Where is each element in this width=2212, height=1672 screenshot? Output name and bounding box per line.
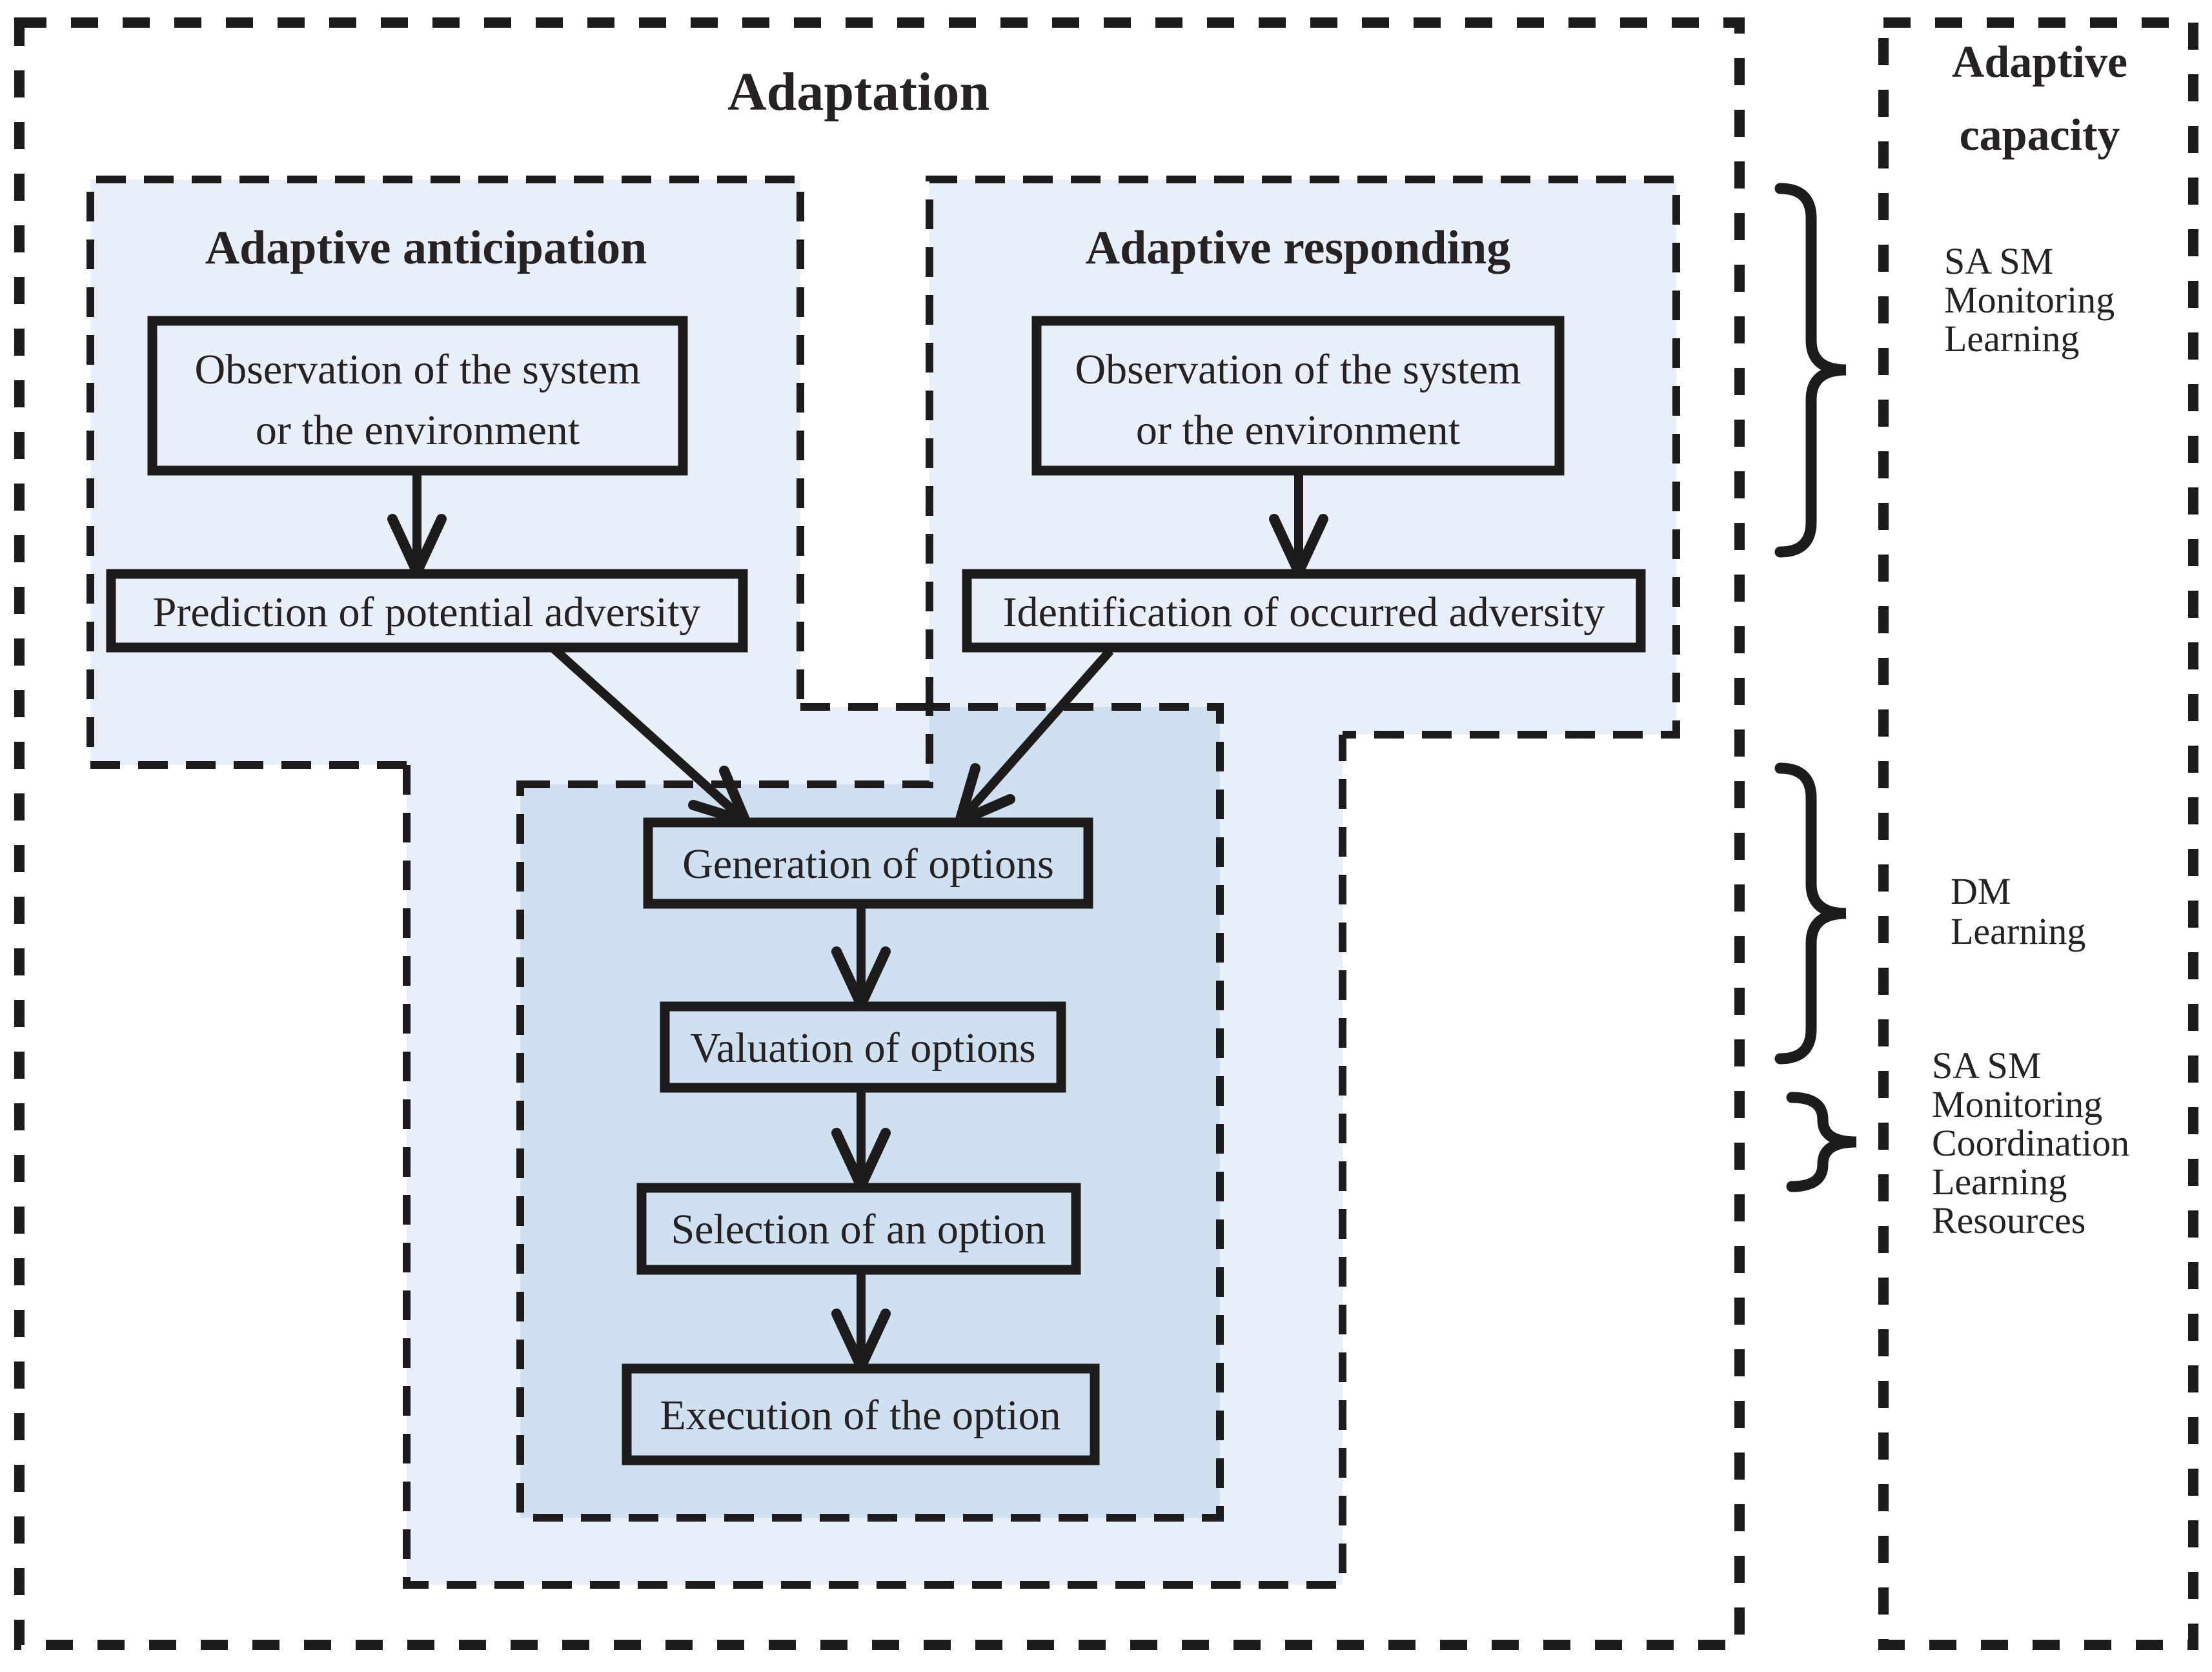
- responding-panel-border: [926, 176, 1680, 739]
- adaptation-frame-border: [14, 17, 1745, 1650]
- arrowhead-diagonal-icon: [688, 766, 751, 826]
- decision-panel-fill: [520, 707, 1220, 1518]
- capacity-decide-item: DM: [1951, 870, 2011, 912]
- capacity-title-line2: capacity: [1960, 110, 2120, 160]
- arrow-identification-to-generation: [960, 647, 1114, 820]
- anticipation-panel-border: [86, 176, 804, 769]
- observation-left-label-line2: or the environment: [256, 407, 580, 454]
- capacity-observe-item: Learning: [1944, 318, 2079, 360]
- arrowhead-down-icon: [1269, 514, 1328, 577]
- capacity-execute-item: Coordination: [1932, 1122, 2129, 1164]
- anticipation-title: Adaptive anticipation: [205, 221, 647, 274]
- prediction-box: [106, 569, 748, 653]
- generation-label: Generation of options: [682, 841, 1054, 888]
- capacity-observe-item: SA SM: [1944, 240, 2053, 282]
- decision-panel-border: [516, 703, 1224, 1522]
- capacity-decide-item: Learning: [1951, 910, 2085, 952]
- observation-right-label-line1: Observation of the system: [1075, 346, 1521, 393]
- capacity-frame-border: [1878, 17, 2198, 1650]
- adaptation-title: Adaptation: [727, 62, 989, 122]
- curly-brace-execute-icon: [1786, 1092, 1857, 1192]
- bottom-panel-border: [403, 703, 1346, 1589]
- capacity-title-line1: Adaptive: [1952, 37, 2127, 87]
- identification-box: [962, 569, 1646, 653]
- valuation-label: Valuation of options: [690, 1025, 1035, 1072]
- arrow-prediction-to-generation: [551, 645, 744, 821]
- responding-title: Adaptive responding: [1086, 221, 1511, 274]
- curly-brace-decide-icon: [1774, 762, 1847, 1065]
- capacity-observe-item: Monitoring: [1944, 279, 2115, 321]
- arrowhead-down-icon: [387, 514, 447, 577]
- arrowhead-down-icon: [831, 946, 891, 1010]
- curly-brace-observe-icon: [1774, 183, 1847, 558]
- prediction-label: Prediction of potential adversity: [153, 589, 701, 636]
- generation-box: [643, 817, 1093, 909]
- arrowhead-down-icon: [831, 1128, 891, 1191]
- capacity-execute-item: SA SM: [1932, 1045, 2041, 1086]
- execution-label: Execution of the option: [660, 1392, 1060, 1439]
- selection-label: Selection of an option: [671, 1206, 1046, 1253]
- arrowhead-down-icon: [831, 1309, 891, 1372]
- capacity-execute-item: Resources: [1932, 1199, 2085, 1241]
- identification-label: Identification of occurred adversity: [1003, 589, 1605, 636]
- observation-right-label-line2: or the environment: [1136, 407, 1460, 454]
- capacity-execute-item: Monitoring: [1932, 1083, 2102, 1125]
- capacity-execute-item: Learning: [1932, 1161, 2067, 1203]
- arrowhead-diagonal-icon: [955, 763, 1015, 826]
- observation-left-label-line1: Observation of the system: [194, 346, 640, 393]
- responding-panel-fill: [929, 179, 1676, 735]
